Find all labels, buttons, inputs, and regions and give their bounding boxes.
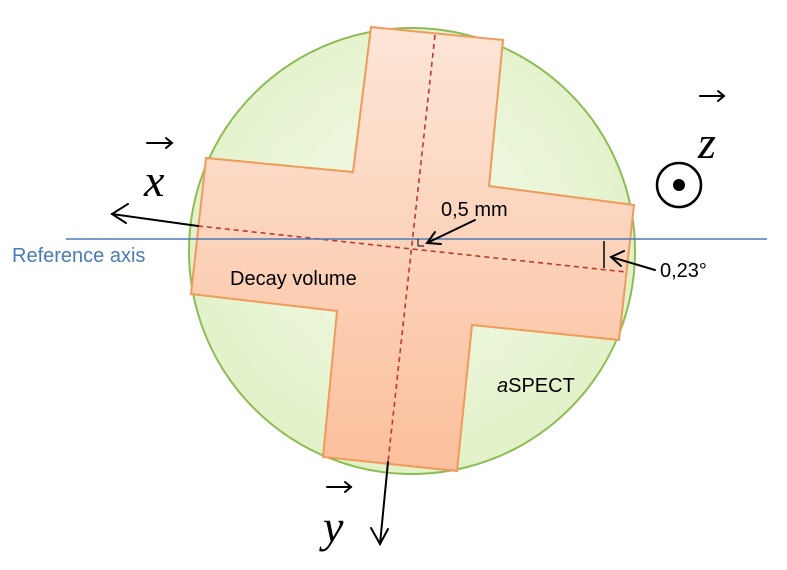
offset-label: 0,5 mm bbox=[441, 199, 508, 221]
reference-axis-label: Reference axis bbox=[12, 245, 145, 267]
offset-marker bbox=[417, 239, 424, 247]
z-vector-arrow bbox=[699, 90, 726, 102]
aspect-label-suffix: SPECT bbox=[508, 375, 575, 397]
y-axis-arrow bbox=[370, 461, 389, 547]
angle-label: 0,23° bbox=[660, 260, 707, 282]
aspect-label-prefix: a bbox=[497, 375, 508, 397]
offset-pointer-arrow bbox=[425, 219, 476, 245]
x-axis-label: x bbox=[143, 155, 165, 206]
y-vector-arrow bbox=[326, 481, 353, 493]
angle-pointer-arrow bbox=[609, 250, 656, 271]
z-out-of-plane-icon bbox=[655, 161, 703, 209]
aspect-label: aSPECT bbox=[497, 375, 575, 397]
y-axis-label: y bbox=[319, 501, 344, 552]
x-vector-arrow bbox=[146, 137, 174, 149]
x-axis-arrow bbox=[110, 203, 199, 227]
decay-volume-label: Decay volume bbox=[230, 268, 357, 290]
decay-volume-cross bbox=[189, 25, 636, 473]
z-axis-label: z bbox=[697, 117, 716, 168]
